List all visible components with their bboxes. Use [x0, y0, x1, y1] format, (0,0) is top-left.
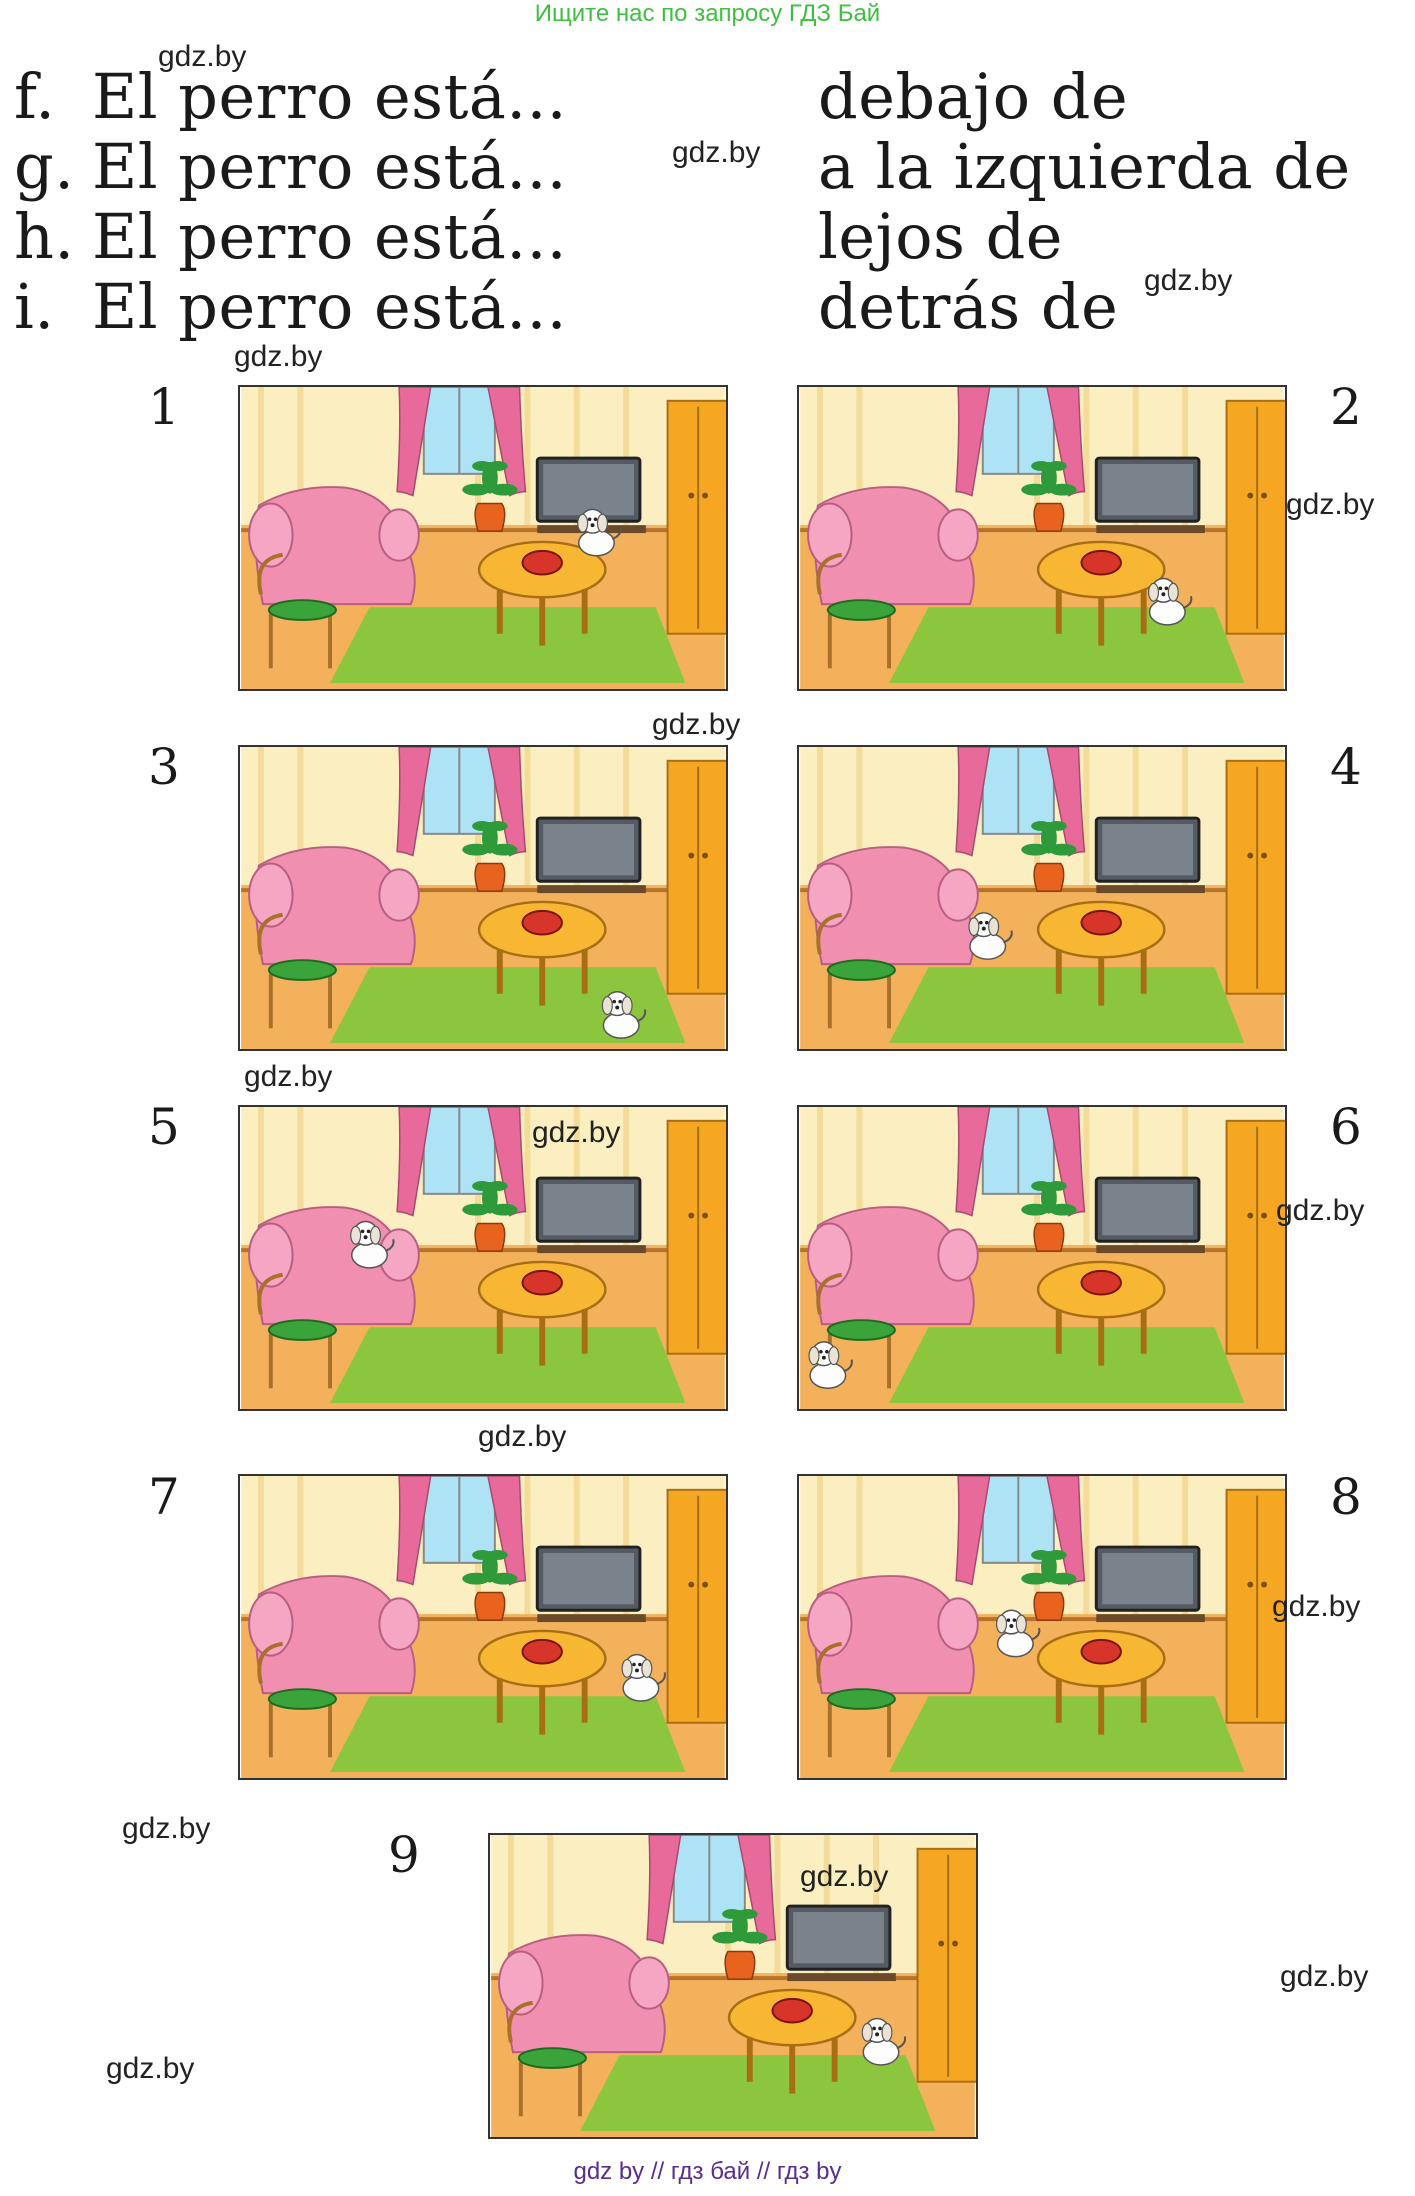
- scene-6: [797, 1105, 1287, 1411]
- sentence-letter: g.: [14, 130, 75, 203]
- watermark: gdz.by: [1272, 1590, 1361, 1623]
- watermark: gdz.by: [122, 1812, 211, 1845]
- dog-figure: [861, 2017, 907, 2066]
- top-banner[interactable]: Ищите нас по запросу ГДЗ Бай: [534, 0, 881, 27]
- preposition-izquierda: a la izquierda de: [818, 130, 1351, 203]
- picture-number-6: 6: [1330, 1098, 1362, 1156]
- dog-figure: [968, 912, 1013, 960]
- preposition-debajo: debajo de: [818, 60, 1129, 133]
- picture-number-1: 1: [148, 378, 180, 436]
- dog-figure: [621, 1653, 666, 1702]
- scene-4: [797, 745, 1287, 1051]
- sentence-letter: h.: [14, 200, 75, 273]
- watermark: gdz.by: [800, 1860, 889, 1893]
- preposition-detras: detrás de: [818, 270, 1119, 343]
- watermark: gdz.by: [672, 136, 761, 169]
- watermark: gdz.by: [1286, 488, 1375, 521]
- sentence-text: El perro está...: [92, 270, 567, 343]
- watermark: gdz.by: [1276, 1194, 1365, 1227]
- watermark: gdz.by: [1144, 264, 1233, 297]
- scene-1: [238, 385, 728, 691]
- picture-number-7: 7: [148, 1468, 180, 1526]
- watermark: gdz.by: [478, 1420, 567, 1453]
- picture-number-8: 8: [1330, 1468, 1362, 1526]
- dog-figure: [350, 1220, 395, 1269]
- picture-number-9: 9: [388, 1826, 420, 1884]
- scene-2: [797, 385, 1287, 691]
- scene-8: [797, 1474, 1287, 1780]
- sentence-letter: i.: [14, 270, 55, 343]
- sentence-text: El perro está...: [92, 200, 567, 273]
- sentence-i: i. El perro está...: [14, 272, 567, 342]
- watermark: gdz.by: [652, 708, 741, 741]
- sentence-h: h.El perro está...: [14, 202, 567, 272]
- picture-number-2: 2: [1330, 378, 1362, 436]
- picture-number-3: 3: [148, 738, 180, 796]
- watermark: gdz.by: [532, 1116, 621, 1149]
- dog-figure: [1147, 577, 1193, 626]
- watermark: gdz.by: [234, 340, 323, 373]
- sentence-g: g.El perro está...: [14, 132, 567, 202]
- watermark: gdz.by: [244, 1060, 333, 1093]
- sentence-letter: f.: [14, 60, 56, 133]
- dog-figure: [808, 1341, 853, 1390]
- sentence-text: El perro está...: [92, 130, 567, 203]
- watermark: gdz.by: [1280, 1960, 1369, 1993]
- scene-5: [238, 1105, 728, 1411]
- picture-number-5: 5: [148, 1098, 180, 1156]
- watermark: gdz.by: [106, 2052, 195, 2085]
- dog-figure: [577, 508, 622, 557]
- sentence-text: El perro está...: [92, 60, 567, 133]
- dog-figure: [601, 991, 647, 1039]
- dog-figure: [996, 1609, 1041, 1658]
- scene-3: [238, 745, 728, 1051]
- sentence-f: f. El perro está...: [14, 62, 567, 132]
- preposition-lejos: lejos de: [818, 200, 1063, 273]
- watermark: gdz.by: [158, 40, 247, 73]
- footer-links[interactable]: gdz by // гдз бай // гдз by: [573, 2158, 842, 2185]
- scene-9: [488, 1833, 978, 2139]
- scene-7: [238, 1474, 728, 1780]
- picture-number-4: 4: [1330, 738, 1362, 796]
